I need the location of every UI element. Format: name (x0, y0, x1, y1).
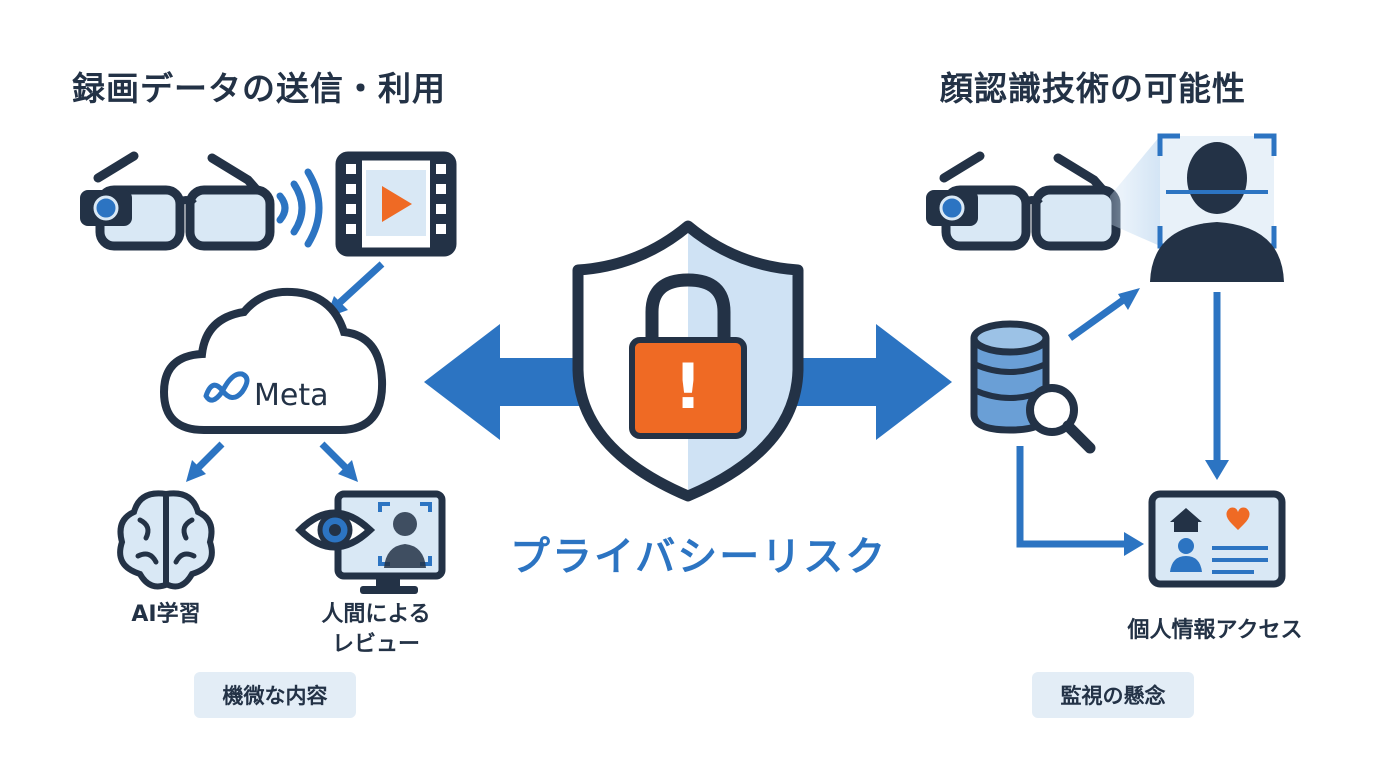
scan-beam (1110, 136, 1160, 246)
alert-symbol: ! (673, 350, 703, 423)
sensitive-content-tag: 機微な内容 (194, 672, 356, 718)
magnifier-icon (1026, 384, 1096, 454)
arrow-db-to-face (1067, 288, 1140, 341)
privacy-risk-title: プライバシーリスク (510, 534, 888, 580)
face-scan-person-icon (1150, 133, 1284, 282)
cloud-label: Meta (254, 378, 329, 413)
wireless-signal-icon (276, 168, 323, 248)
meta-infinity-logo-icon (203, 371, 250, 403)
padlock-alert-icon (629, 273, 747, 439)
smart-glasses-icon (80, 151, 275, 251)
left-section-title: 録画データの送信・利用 (72, 69, 446, 108)
human-review-monitor-icon (334, 490, 446, 594)
personal-info-access-caption: 個人情報アクセス (1127, 618, 1303, 643)
arrow-db-to-profile (1016, 446, 1144, 556)
human-review-caption-line2: レビュー (331, 632, 420, 657)
eye-icon (295, 509, 376, 551)
personal-info-card-icon (1148, 490, 1286, 588)
brain-icon (117, 490, 215, 590)
arrow-cloud-to-ai (186, 441, 225, 482)
human-review-caption-line1: 人間による (321, 602, 431, 627)
right-section-title: 顔認識技術の可能性 (940, 69, 1246, 108)
ai-learning-caption: AI学習 (131, 602, 201, 627)
smart-glasses-right-icon (926, 151, 1121, 251)
surveillance-concern-tag: 監視の懸念 (1032, 672, 1194, 718)
arrow-face-to-profile (1205, 292, 1229, 480)
video-file-icon (335, 151, 457, 257)
arrow-cloud-to-review (319, 441, 358, 482)
